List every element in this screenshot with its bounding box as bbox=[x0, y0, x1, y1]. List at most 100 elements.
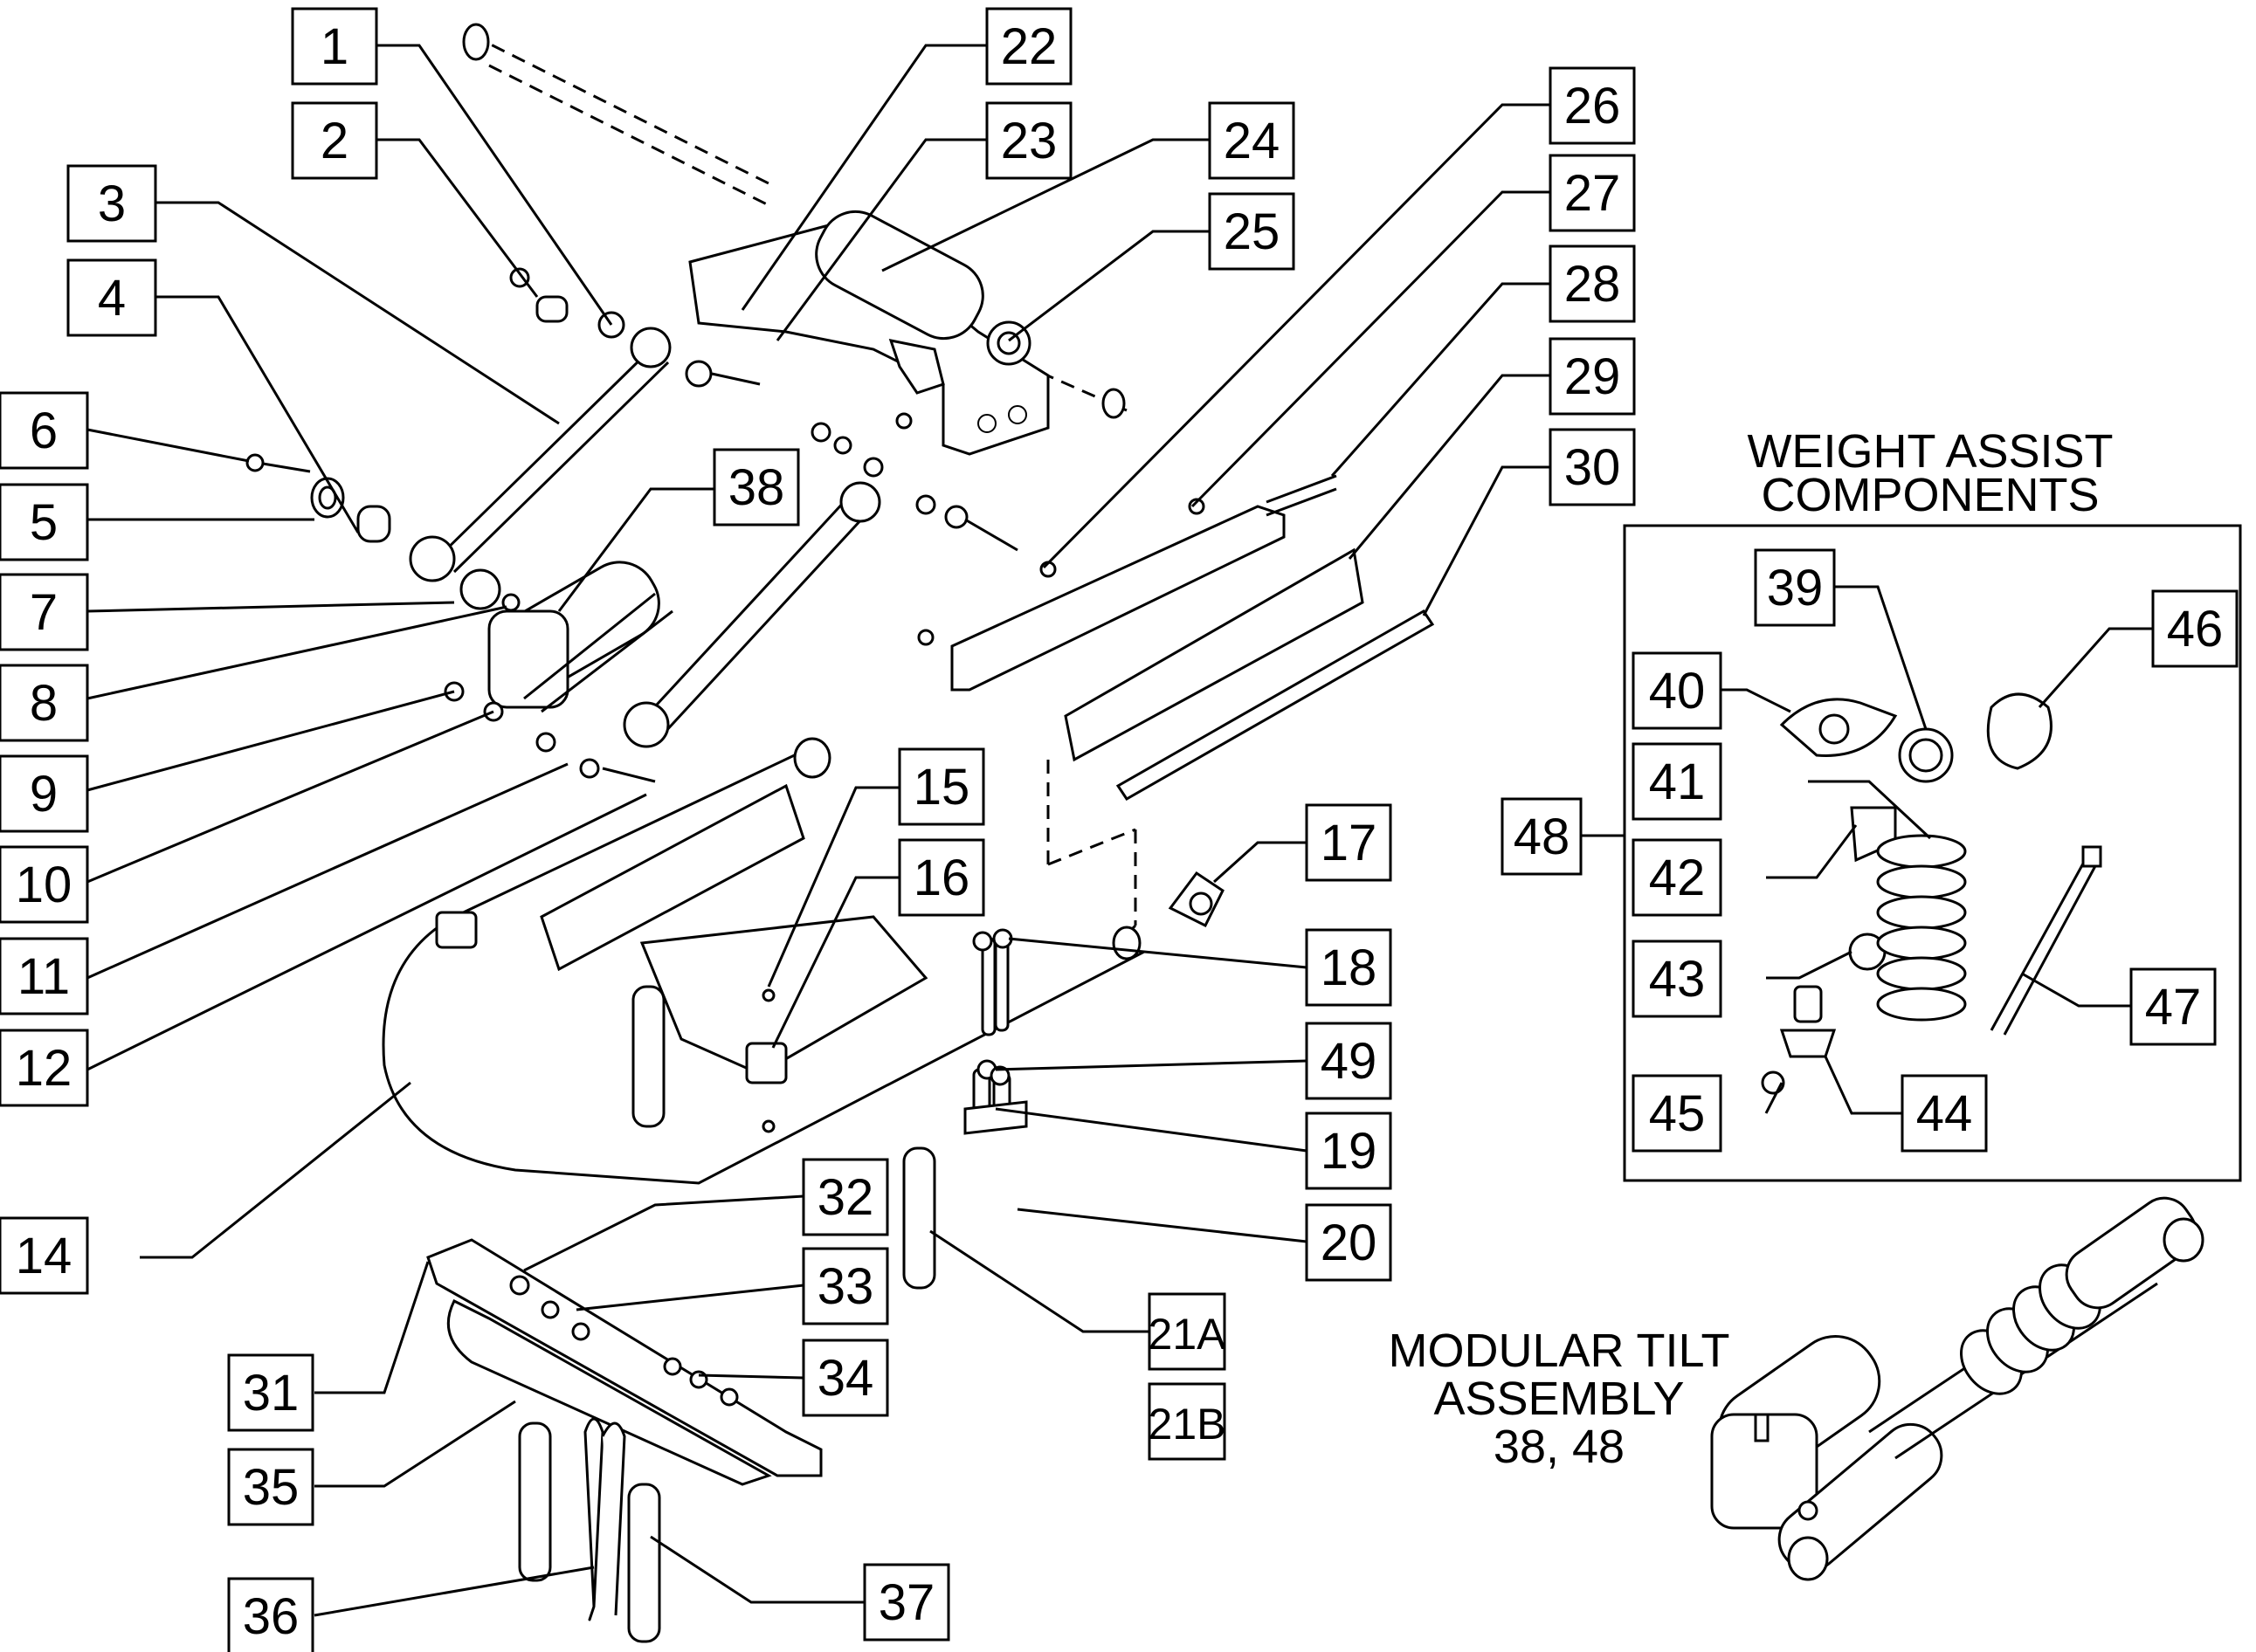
callout-number: 4 bbox=[98, 270, 126, 327]
callout-35: 35 bbox=[227, 1448, 314, 1526]
callout-box bbox=[1549, 244, 1636, 323]
callout-box bbox=[802, 1247, 889, 1325]
callout-box bbox=[713, 448, 800, 527]
callout-43: 43 bbox=[1632, 940, 1722, 1018]
callout-4: 4 bbox=[66, 258, 157, 337]
linear-actuator bbox=[444, 481, 881, 783]
callout-3: 3 bbox=[66, 164, 157, 243]
link-arm bbox=[409, 267, 761, 582]
callout-box bbox=[1305, 803, 1392, 882]
callout-box bbox=[1305, 1022, 1392, 1100]
callout-box bbox=[1632, 838, 1722, 917]
callout-box bbox=[1549, 66, 1636, 145]
callout-box bbox=[0, 1216, 89, 1295]
callout-box bbox=[0, 754, 89, 833]
left-hardware bbox=[245, 453, 521, 612]
callout-20: 20 bbox=[1305, 1203, 1392, 1282]
callout-23: 23 bbox=[985, 101, 1073, 180]
callout-11: 11 bbox=[0, 937, 89, 1015]
callout-44: 44 bbox=[1901, 1074, 1988, 1153]
callout-box bbox=[227, 1448, 314, 1526]
callout-7: 7 bbox=[0, 573, 89, 651]
callout-25: 25 bbox=[1208, 192, 1295, 271]
callout-number: 11 bbox=[17, 948, 70, 1005]
callout-number: 33 bbox=[818, 1258, 874, 1315]
callout-box bbox=[1305, 1203, 1392, 1282]
callout-box bbox=[0, 391, 89, 470]
callout-19: 19 bbox=[1305, 1112, 1392, 1190]
weight-assist-heading-line1: WEIGHT ASSIST bbox=[1747, 425, 2113, 478]
callout-number: 34 bbox=[818, 1350, 874, 1407]
callout-number: 47 bbox=[2145, 979, 2202, 1036]
callout-box bbox=[802, 1339, 889, 1417]
callout-box bbox=[66, 164, 157, 243]
callout-number: 35 bbox=[243, 1459, 300, 1516]
seat-height-pins bbox=[631, 928, 1028, 1290]
weight-assist-section-box bbox=[1623, 524, 2242, 1182]
callout-number: 44 bbox=[1916, 1085, 1973, 1142]
spring bbox=[1876, 834, 1967, 1022]
callout-18: 18 bbox=[1305, 928, 1392, 1007]
callout-box bbox=[898, 747, 985, 826]
callout-number: 39 bbox=[1767, 560, 1824, 616]
callout-29: 29 bbox=[1549, 337, 1636, 416]
callout-number: 40 bbox=[1649, 663, 1706, 719]
callout-number: 28 bbox=[1564, 256, 1621, 313]
callout-number: 27 bbox=[1564, 165, 1621, 222]
callout-46: 46 bbox=[2151, 589, 2239, 668]
callout-box bbox=[1901, 1074, 1988, 1153]
callout-38: 38 bbox=[713, 448, 800, 527]
seat-rails bbox=[917, 474, 1435, 926]
callout-2: 2 bbox=[291, 101, 378, 180]
callout-number: 30 bbox=[1564, 439, 1621, 496]
callout-box bbox=[1208, 192, 1295, 271]
callout-number: 31 bbox=[243, 1365, 300, 1421]
callout-number: 14 bbox=[16, 1228, 72, 1284]
callout-number: 32 bbox=[818, 1169, 874, 1226]
weight-assist-parts bbox=[1761, 692, 2102, 1095]
callout-box bbox=[1208, 101, 1295, 180]
callout-number: 37 bbox=[879, 1574, 935, 1631]
callout-number: 49 bbox=[1321, 1033, 1377, 1090]
callout-box bbox=[227, 1353, 314, 1432]
callout-40: 40 bbox=[1632, 651, 1722, 730]
callout-box bbox=[985, 101, 1073, 180]
callout-box bbox=[1148, 1292, 1226, 1371]
callout-box bbox=[1305, 1112, 1392, 1190]
callout-15: 15 bbox=[898, 747, 985, 826]
callout-box bbox=[0, 845, 89, 924]
callout-box bbox=[0, 573, 89, 651]
modular-tilt-line3: 38, 48 bbox=[1494, 1421, 1625, 1473]
callout-number: 24 bbox=[1224, 113, 1280, 169]
callout-number: 42 bbox=[1649, 850, 1706, 906]
callout-number: 29 bbox=[1564, 348, 1621, 405]
callout-24: 24 bbox=[1208, 101, 1295, 180]
callout-number: 17 bbox=[1321, 815, 1377, 871]
pivot-bracket bbox=[688, 210, 1050, 456]
upper-right-hardware bbox=[811, 412, 1018, 552]
callout-number: 41 bbox=[1649, 754, 1706, 810]
callout-1: 1 bbox=[291, 7, 378, 86]
callout-box bbox=[291, 7, 378, 86]
callout-number: 38 bbox=[728, 459, 785, 516]
callout-number: 25 bbox=[1224, 203, 1280, 260]
callout-box bbox=[1501, 797, 1583, 876]
callout-number: 20 bbox=[1321, 1215, 1377, 1271]
callout-box bbox=[291, 101, 378, 180]
callout-42: 42 bbox=[1632, 838, 1722, 917]
callout-17: 17 bbox=[1305, 803, 1392, 882]
end-cap-plug bbox=[1168, 871, 1225, 928]
callout-box bbox=[1305, 928, 1392, 1007]
callout-number: 48 bbox=[1514, 809, 1570, 865]
callout-48: 48 bbox=[1501, 797, 1583, 876]
callout-number: 36 bbox=[243, 1588, 300, 1645]
callout-box bbox=[985, 7, 1073, 86]
callout-box bbox=[1754, 548, 1836, 627]
callout-33: 33 bbox=[802, 1247, 889, 1325]
callout-box bbox=[802, 1158, 889, 1236]
callout-number: 46 bbox=[2167, 601, 2224, 657]
callout-37: 37 bbox=[863, 1563, 950, 1642]
upper-pivot-tube bbox=[462, 23, 1128, 419]
